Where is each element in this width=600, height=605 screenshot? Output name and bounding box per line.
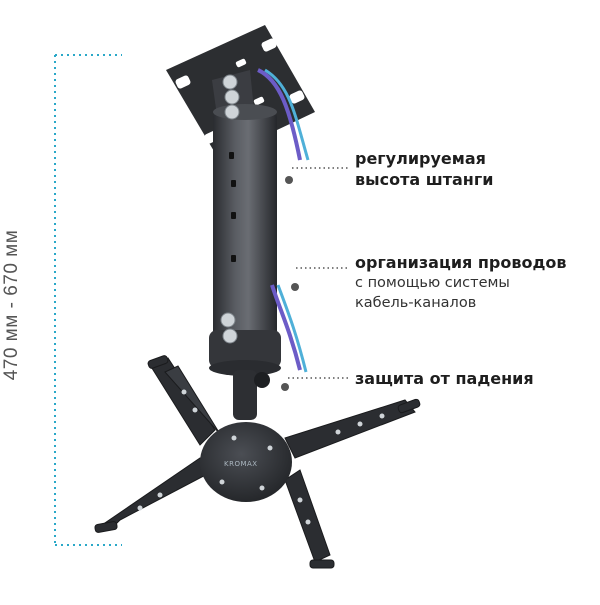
brand-logo: KROMAX: [224, 460, 258, 468]
callout-leaders: [288, 167, 350, 379]
callout-line: с помощью системы: [355, 275, 510, 291]
lower-bolts: [220, 312, 238, 344]
callout-line: регулируемая: [355, 149, 486, 168]
callout-adjustable-height: регулируемая высота штанги: [355, 148, 493, 190]
callout-fall-protection: защита от падения: [355, 368, 534, 389]
callout-cable-management: организация проводов с помощью системы к…: [355, 252, 567, 313]
upper-bolts: [222, 74, 240, 120]
dimension-guide: [54, 54, 122, 546]
telescopic-pole: [209, 104, 281, 376]
callout-line: высота штанги: [355, 170, 494, 189]
callout-dots: [281, 176, 299, 391]
callout-line: защита от падения: [355, 369, 534, 388]
callout-line: организация проводов: [355, 253, 567, 272]
callout-line: кабель-каналов: [355, 295, 477, 311]
mount-hub: KROMAX: [200, 422, 292, 502]
height-range-label: 470 мм - 670 мм: [1, 229, 22, 381]
